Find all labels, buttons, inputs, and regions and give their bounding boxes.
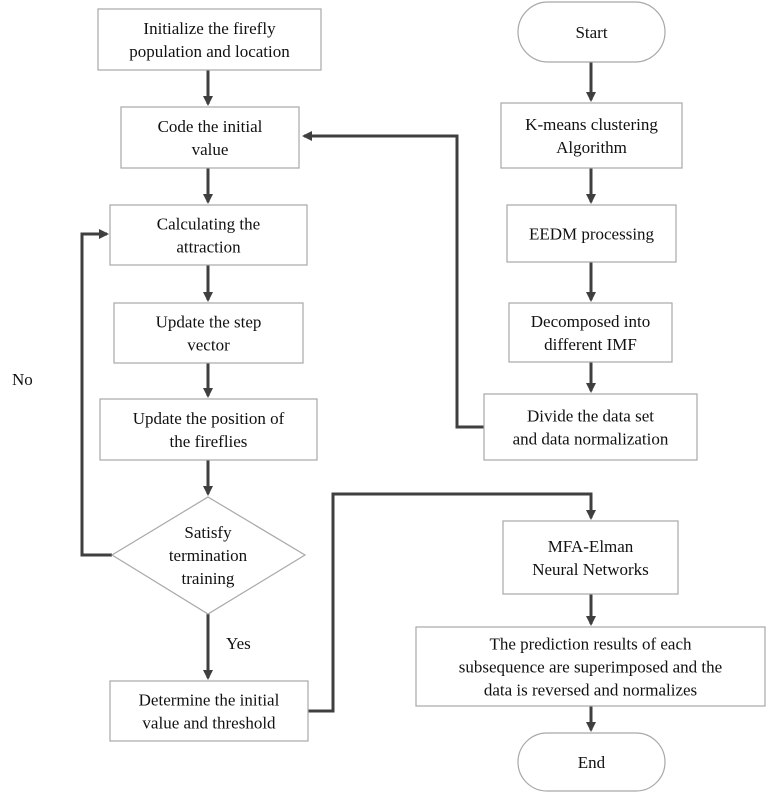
end-label: End [578, 753, 606, 772]
text-line: MFA-Elman [548, 537, 634, 556]
text-line: subsequence are superimposed and the [459, 658, 722, 677]
node-init-population: Initialize the firefly population and loc… [97, 8, 322, 71]
text-line: Code the initial [158, 117, 263, 136]
arrow-divide-to-code [302, 131, 484, 429]
code-initial-value-label: Code the initial value [158, 117, 263, 159]
no-branch-label: No [12, 370, 33, 389]
node-determine-initial: Determine the initial value and threshold [109, 680, 309, 742]
eedm-label: EEDM processing [529, 225, 655, 244]
text-line: Initialize the firefly [143, 19, 276, 38]
text-line: Start [575, 23, 607, 42]
text-line: Determine the initial [139, 691, 280, 710]
arrow-determine-to-mfa [308, 492, 596, 713]
text-line: value and threshold [142, 714, 276, 733]
node-calculating-attraction: Calculating the attraction [109, 204, 308, 266]
determine-initial-label: Determine the initial value and threshold [139, 691, 280, 733]
text-line: End [578, 753, 606, 772]
terminal-end: End [517, 732, 666, 792]
text-line: different IMF [544, 335, 637, 354]
text-line: Decomposed into [531, 312, 650, 331]
text-line: attraction [176, 238, 241, 257]
node-prediction: The prediction results of each subsequenc… [415, 626, 766, 707]
start-label: Start [575, 23, 607, 42]
connectors [80, 62, 596, 732]
calculating-attraction-label: Calculating the attraction [157, 215, 260, 257]
text-line: data is reversed and normalizes [484, 681, 697, 700]
text-line: Neural Networks [532, 560, 649, 579]
node-update-step: Update the step vector [113, 302, 304, 364]
update-step-label: Update the step vector [156, 313, 262, 355]
text-line: Divide the data set [527, 407, 654, 426]
decision-termination: Satisfy termination training [110, 496, 307, 615]
text-line: vector [187, 336, 230, 355]
text-line: EEDM processing [529, 225, 655, 244]
node-update-position: Update the position of the fireflies [99, 398, 318, 461]
text-line: Algorithm [556, 138, 627, 157]
init-population-label: Initialize the firefly population and loc… [129, 19, 290, 61]
prediction-label: The prediction results of each subsequenc… [459, 635, 722, 700]
text-line: K-means clustering [525, 115, 658, 134]
divide-label: Divide the data set and data normalizatio… [513, 407, 669, 449]
text-line: The prediction results of each [489, 635, 692, 654]
yes-branch-label: Yes [226, 634, 251, 653]
node-eedm: EEDM processing [506, 204, 677, 263]
text-line: termination [169, 546, 248, 565]
node-decomposed: Decomposed into different IMF [508, 302, 673, 363]
node-divide: Divide the data set and data normalizatio… [483, 393, 698, 461]
text-line: training [182, 569, 235, 588]
text-line: population and location [129, 42, 290, 61]
arrow-decision-no-loop [80, 229, 112, 557]
text-line: and data normalization [513, 430, 669, 449]
termination-label: Satisfy termination training [169, 523, 248, 588]
text-line: Update the position of [133, 409, 285, 428]
text-line: Calculating the [157, 215, 260, 234]
text-line: Satisfy [184, 523, 232, 542]
node-code-initial-value: Code the initial value [120, 106, 300, 169]
text-line: Update the step [156, 313, 262, 332]
decomposed-label: Decomposed into different IMF [531, 312, 650, 354]
text-line: value [192, 140, 229, 159]
text-line: the fireflies [170, 432, 248, 451]
terminal-start: Start [517, 1, 666, 63]
update-position-label: Update the position of the fireflies [133, 409, 285, 451]
